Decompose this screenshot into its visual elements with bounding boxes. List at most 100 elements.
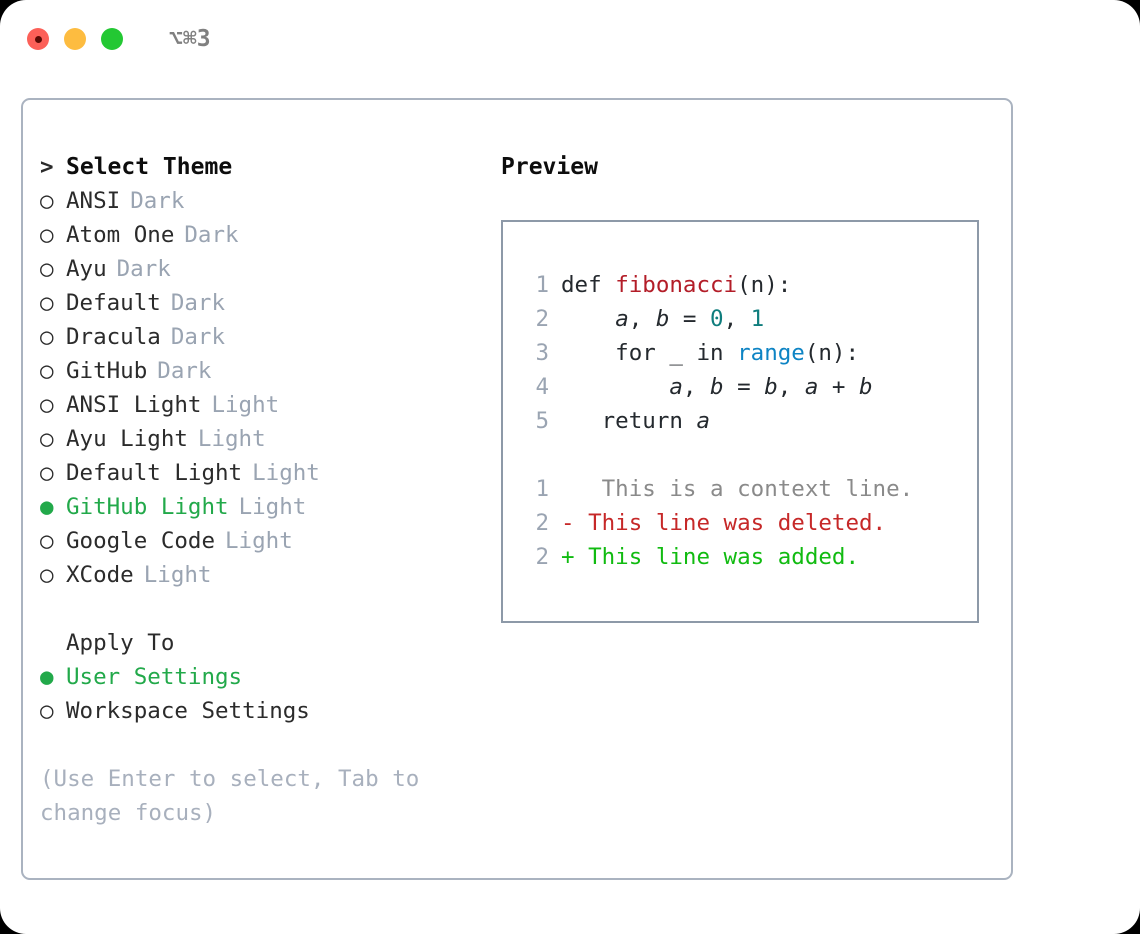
theme-variant-tag: Dark [170,324,226,350]
theme-variant-tag: Dark [116,256,171,282]
diff-sign [561,472,575,506]
code-token: = [669,306,711,332]
theme-list-item[interactable]: ○ Google Code Light [40,524,480,558]
theme-list-item[interactable]: ○ Default Dark [40,286,480,320]
window-titlebar: ⌥⌘3 [0,0,1140,78]
code-token: for _ in [561,340,738,366]
code-line: 2 a, b = 0, 1 [523,302,977,336]
prompt-caret-icon: > [40,154,54,180]
apply-to-option[interactable]: ●User Settings [40,660,480,694]
radio-unselected-icon[interactable]: ○ [40,528,54,554]
code-line-content: a, b = b, a + b [561,370,873,404]
theme-name-label: Default [66,290,161,316]
theme-variant-tag: Light [238,494,307,520]
theme-name-label: GitHub [66,358,148,384]
code-token: b [655,306,670,332]
code-token: 1 [750,306,765,332]
maximize-window-button[interactable] [101,28,123,50]
code-line-number: 5 [535,408,549,434]
diff-line: 1 This is a context line. [523,472,977,506]
apply-to-options: ●User Settings ○ Workspace Settings [40,660,480,728]
diff-line-number: 1 [535,476,549,502]
theme-variant-tag: Dark [170,290,226,316]
code-token: a [615,306,629,332]
radio-unselected-icon[interactable]: ○ [40,562,54,588]
theme-name-label: Google Code [66,528,216,554]
radio-unselected-icon[interactable]: ○ [40,290,54,316]
theme-variant-tag: Dark [184,222,239,248]
code-token: b [764,374,778,400]
code-diff-separator [523,438,977,472]
code-token: 0 [710,306,724,332]
list-spacer [40,592,480,626]
radio-unselected-icon[interactable]: ○ [40,256,54,282]
code-token: return [561,408,697,434]
diff-line-number: 2 [535,510,549,536]
theme-list-item[interactable]: ○ ANSI Dark [40,184,480,218]
radio-unselected-icon[interactable]: ○ [40,358,54,384]
code-token [561,374,669,400]
theme-list-item[interactable]: ○ Ayu Dark [40,252,480,286]
code-line: 3 for _ in range(n): [523,336,977,370]
code-token: (n): [804,340,860,366]
radio-unselected-icon[interactable]: ○ [40,698,54,724]
code-token: def [561,272,616,298]
code-line-number: 3 [535,340,549,366]
code-token: + [818,374,860,400]
theme-variant-tag: Dark [157,358,212,384]
theme-list-item[interactable]: ○ ANSI Light Light [40,388,480,422]
theme-variant-tag: Light [211,392,280,418]
code-line-content: a, b = 0, 1 [561,302,764,336]
radio-unselected-icon[interactable]: ○ [40,392,54,418]
code-token: = [723,374,765,400]
code-token: , [723,306,751,332]
code-token: (n): [737,272,792,298]
theme-variant-tag: Light [225,528,293,554]
theme-name-label: Ayu [66,256,107,282]
theme-name-label: GitHub Light [66,494,229,520]
radio-selected-icon[interactable]: ● [40,494,54,520]
theme-name-label: Atom One [66,222,175,248]
radio-unselected-icon[interactable]: ○ [40,188,54,214]
preview-title: Preview [501,154,598,180]
traffic-lights [27,28,123,50]
radio-unselected-icon[interactable]: ○ [40,460,54,486]
radio-selected-icon[interactable]: ● [40,664,54,690]
code-token: fibonacci [615,272,738,298]
theme-list-item[interactable]: ○ Atom One Dark [40,218,480,252]
diff-line-content: This line was deleted. [574,510,887,536]
code-token [561,306,615,332]
radio-unselected-icon[interactable]: ○ [40,426,54,452]
radio-unselected-icon[interactable]: ○ [40,324,54,350]
theme-list-item[interactable]: ● GitHub Light Light [40,490,480,524]
theme-name-label: ANSI Light [66,392,202,418]
diff-line-content: This is a context line. [574,476,914,502]
keyboard-shortcut-label: ⌥⌘3 [169,26,211,52]
theme-variant-tag: Dark [130,188,185,214]
code-token: b [859,374,873,400]
code-line: 5 return a [523,404,977,438]
theme-list-item[interactable]: ○ GitHub Dark [40,354,480,388]
minimize-window-button[interactable] [64,28,86,50]
theme-variant-tag: Light [143,562,212,588]
apply-to-option[interactable]: ○ Workspace Settings [40,694,480,728]
diff-sign: - [561,510,575,536]
radio-unselected-icon[interactable]: ○ [40,222,54,248]
code-token: a [696,408,711,434]
theme-list-title: Select Theme [66,154,233,180]
close-window-button[interactable] [27,28,49,50]
diff-line-number: 2 [535,544,549,570]
diff-sign: + [561,544,575,570]
apply-to-label: Workspace Settings [66,698,310,724]
diff-line: 2- This line was deleted. [523,506,977,540]
theme-name-label: ANSI [66,188,121,214]
